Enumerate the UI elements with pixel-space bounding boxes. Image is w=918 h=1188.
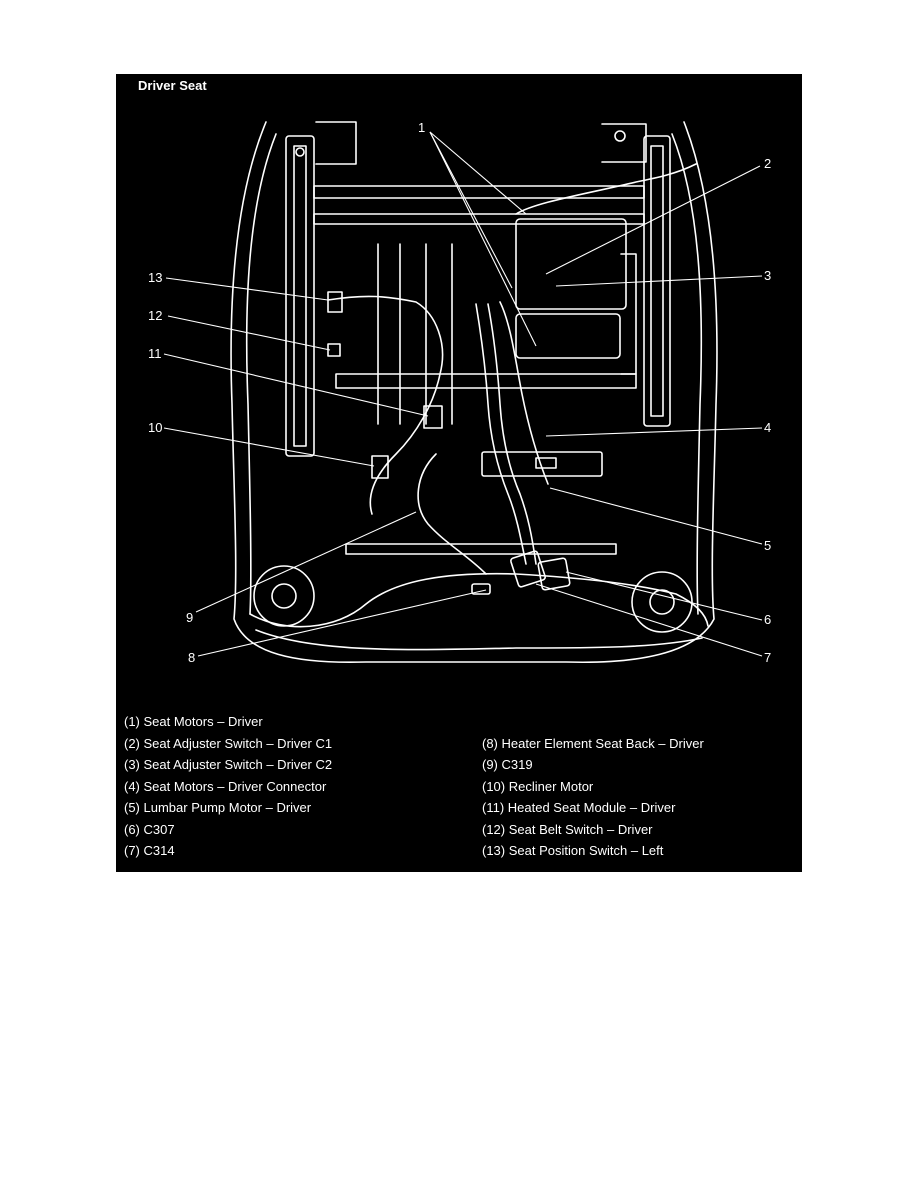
recliner-motor [371,455,389,479]
leader-2 [545,165,761,275]
left-rail-bolt [295,147,305,157]
callout-3: 3 [764,268,771,283]
left-rail-inner [293,145,307,447]
right-top-bracket [601,123,647,163]
heated-seat-module [423,405,443,429]
motor-connector-tab [535,457,557,469]
legend-item: (10) Recliner Motor [482,779,594,794]
seat-frame-outline [230,121,718,664]
leader-1b [429,131,513,289]
legend-item: (11) Heated Seat Module – Driver [482,800,676,815]
callout-2: 2 [764,156,771,171]
legend-item: (2) Seat Adjuster Switch – Driver C1 [124,736,333,751]
motor-connector-block [481,451,603,477]
harness-right [499,301,549,485]
legend-item: (9) C319 [482,757,533,772]
seat-diagram: 1 2 3 4 5 6 7 8 9 10 11 12 13 [148,120,771,665]
callout-8: 8 [188,650,195,665]
callout-13: 13 [148,270,162,285]
leader-4 [545,427,763,437]
callout-10: 10 [148,420,162,435]
leader-1a [429,131,527,215]
seat-frame-inner [245,133,277,615]
leader-6 [565,571,763,621]
harness-left-loop [327,295,444,515]
harness-center [475,303,527,565]
callout-4: 4 [764,420,771,435]
leader-11 [163,353,429,417]
diagram-figure: Driver Seat [116,74,802,872]
leader-12 [167,315,331,351]
left-top-bracket [315,121,357,165]
leader-3 [555,275,763,287]
legend-item: (1) Seat Motors – Driver [124,714,263,729]
c319-connector [471,583,491,595]
front-valance [249,572,709,628]
callout-5: 5 [764,538,771,553]
harness-lower-loop [417,453,487,575]
seat-motor-block [515,218,627,310]
legend-item: (12) Seat Belt Switch – Driver [482,822,653,837]
seat-position-switch [327,291,343,313]
left-side-rail [285,135,315,457]
leader-7 [535,583,763,657]
legend-item: (3) Seat Adjuster Switch – Driver C2 [124,757,333,772]
callout-11: 11 [148,346,162,361]
seat-motor-lower [515,313,621,359]
harness-top [515,163,697,215]
seat-pan-crossbar [335,373,637,389]
left-pivot-inner [271,583,297,609]
legend-item: (13) Seat Position Switch – Left [482,843,664,858]
left-pivot-outer [253,565,315,627]
right-pivot-outer [631,571,693,633]
seat-frame-inner-right [671,133,703,615]
right-bracket-bolt [614,130,626,142]
figure-title: Driver Seat [138,78,207,93]
callout-9: 9 [186,610,193,625]
legend-item: (7) C314 [124,843,175,858]
leader-8 [197,589,487,657]
c314-connector [537,557,571,591]
leader-10 [163,427,375,467]
legend-item: (4) Seat Motors – Driver Connector [124,779,327,794]
callout-1: 1 [418,120,425,135]
legend: (1) Seat Motors – Driver (2) Seat Adjust… [116,710,802,860]
leader-5 [549,487,763,545]
legend-item: (5) Lumbar Pump Motor – Driver [124,800,312,815]
callout-12: 12 [148,308,162,323]
seat-pan-lower-bar [345,543,617,555]
callout-7: 7 [764,650,771,665]
leader-13 [165,277,329,301]
legend-item: (6) C307 [124,822,175,837]
leader-1c [429,131,537,347]
top-cross-bar [313,185,645,199]
callout-6: 6 [764,612,771,627]
leader-9 [195,511,417,613]
legend-item: (8) Heater Element Seat Back – Driver [482,736,704,751]
harness-center-2 [487,303,537,565]
seat-motor-shaft [620,253,637,375]
front-valance-lower [255,629,703,651]
